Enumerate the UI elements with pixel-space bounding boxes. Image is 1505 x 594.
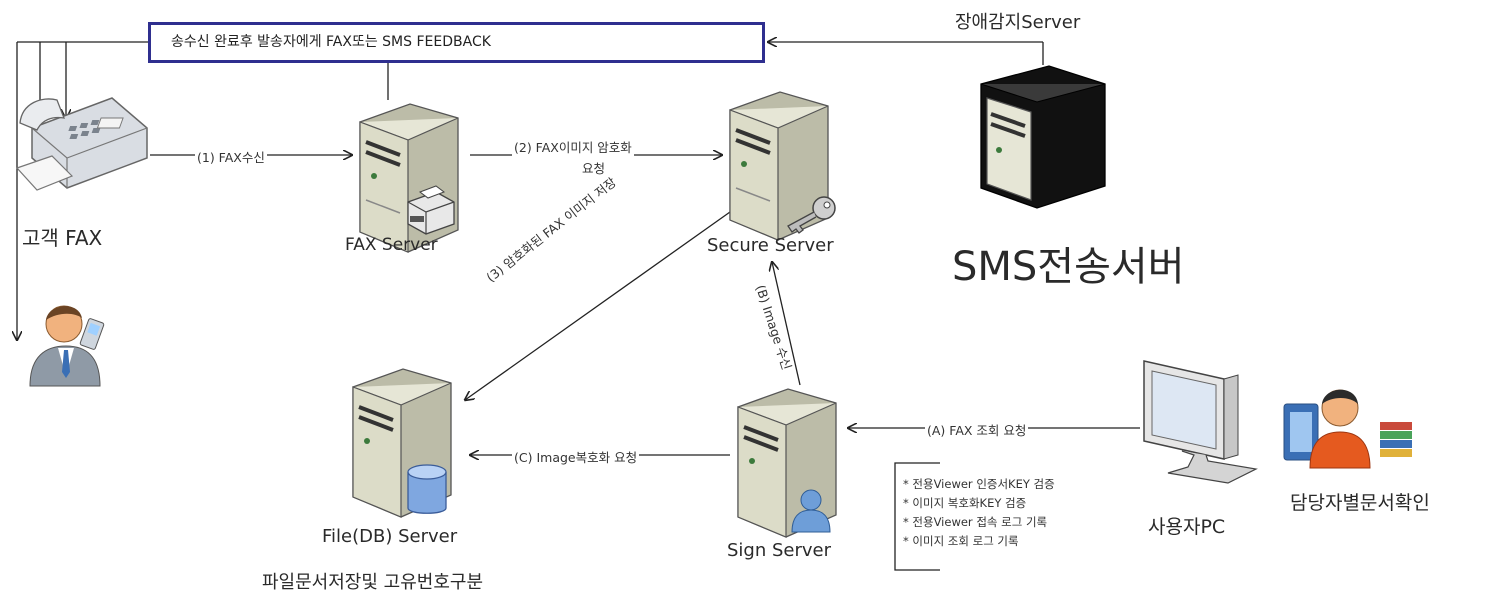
secure-server-label: Secure Server [707, 235, 834, 256]
checklist-item: * 전용Viewer 접속 로그 기록 [903, 515, 1048, 529]
customer-fax-label: 고객 FAX [22, 226, 103, 250]
person-documents-icon [1283, 389, 1412, 469]
printer-icon [407, 185, 455, 235]
checklist-bracket [894, 462, 940, 571]
sign-server-label: Sign Server [727, 540, 832, 561]
verification-checklist: * 전용Viewer 인증서KEY 검증 * 이미지 복호화KEY 검증 * 전… [903, 475, 1055, 551]
flow-a-label: (A) FAX 조회 요청 [925, 420, 1029, 439]
user-icon [791, 489, 831, 533]
server-tower-icon [980, 65, 1106, 209]
feedback-note-text: 송수신 완료후 발송자에게 FAX또는 SMS FEEDBACK [171, 34, 491, 50]
sms-server-label: SMS전송서버 [952, 244, 1185, 290]
user-pc-label: 사용자PC [1148, 516, 1226, 538]
flow-b-arrow [772, 262, 801, 386]
flow-2-label-line2: 요청 [580, 158, 608, 177]
checklist-item: * 이미지 조회 로그 기록 [903, 534, 1019, 548]
file-server-label: File(DB) Server [322, 526, 458, 547]
fax-machine-icon [15, 97, 148, 191]
flow-1-label: (1) FAX수신 [195, 147, 267, 166]
database-icon [407, 464, 447, 514]
fax-server-label: FAX Server [345, 235, 438, 255]
flow-2-label-line1: (2) FAX이미지 암호화 [512, 137, 634, 156]
flow-3-arrow [465, 211, 731, 400]
flow-c-label: (C) Image복호화 요청 [512, 447, 640, 466]
monitor-server-label: 장애감지Server [955, 12, 1081, 33]
checklist-item: * 전용Viewer 인증서KEY 검증 [903, 477, 1055, 491]
monitor-icon [1143, 360, 1258, 484]
key-icon [787, 196, 836, 234]
checklist-item: * 이미지 복호화KEY 검증 [903, 496, 1027, 510]
staff-check-label: 담당자별문서확인 [1290, 492, 1430, 514]
file-server-desc: 파일문서저장및 고유번호구분 [262, 572, 484, 593]
person-phone-icon [29, 305, 105, 387]
feedback-note-box: 송수신 완료후 발송자에게 FAX또는 SMS FEEDBACK [148, 22, 765, 63]
